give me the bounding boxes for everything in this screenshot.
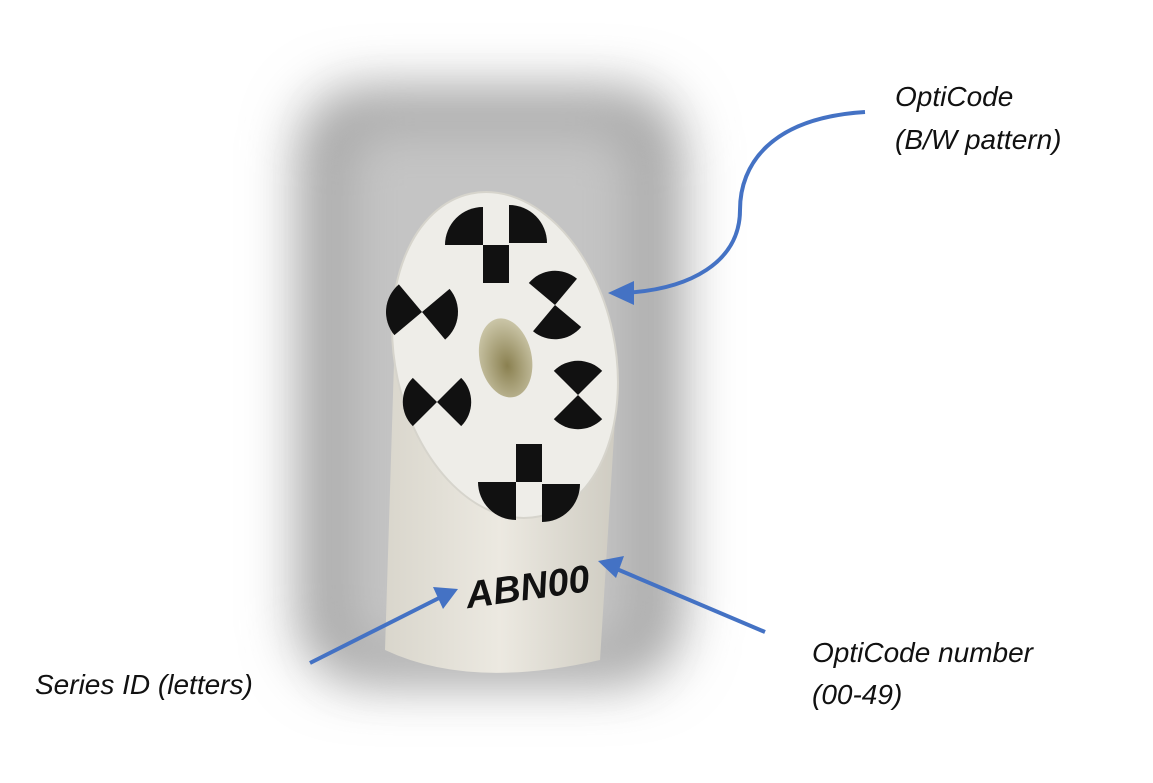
opticode-number-label: OptiCode number bbox=[812, 637, 1034, 668]
opticode-pattern bbox=[371, 205, 627, 522]
series-id-label: Series ID (letters) bbox=[35, 669, 253, 700]
arrow-series-id bbox=[309, 593, 446, 665]
opticode-sublabel: (B/W pattern) bbox=[895, 124, 1062, 155]
marker-top bbox=[445, 205, 547, 283]
arrows bbox=[309, 110, 866, 665]
marker-bottom bbox=[478, 444, 580, 522]
opticode-label: OptiCode bbox=[895, 81, 1014, 112]
opticode-number-range: (00-49) bbox=[812, 679, 903, 710]
arrow-number bbox=[611, 565, 766, 634]
arrow-opticode bbox=[621, 110, 866, 295]
center-hole bbox=[478, 318, 533, 398]
